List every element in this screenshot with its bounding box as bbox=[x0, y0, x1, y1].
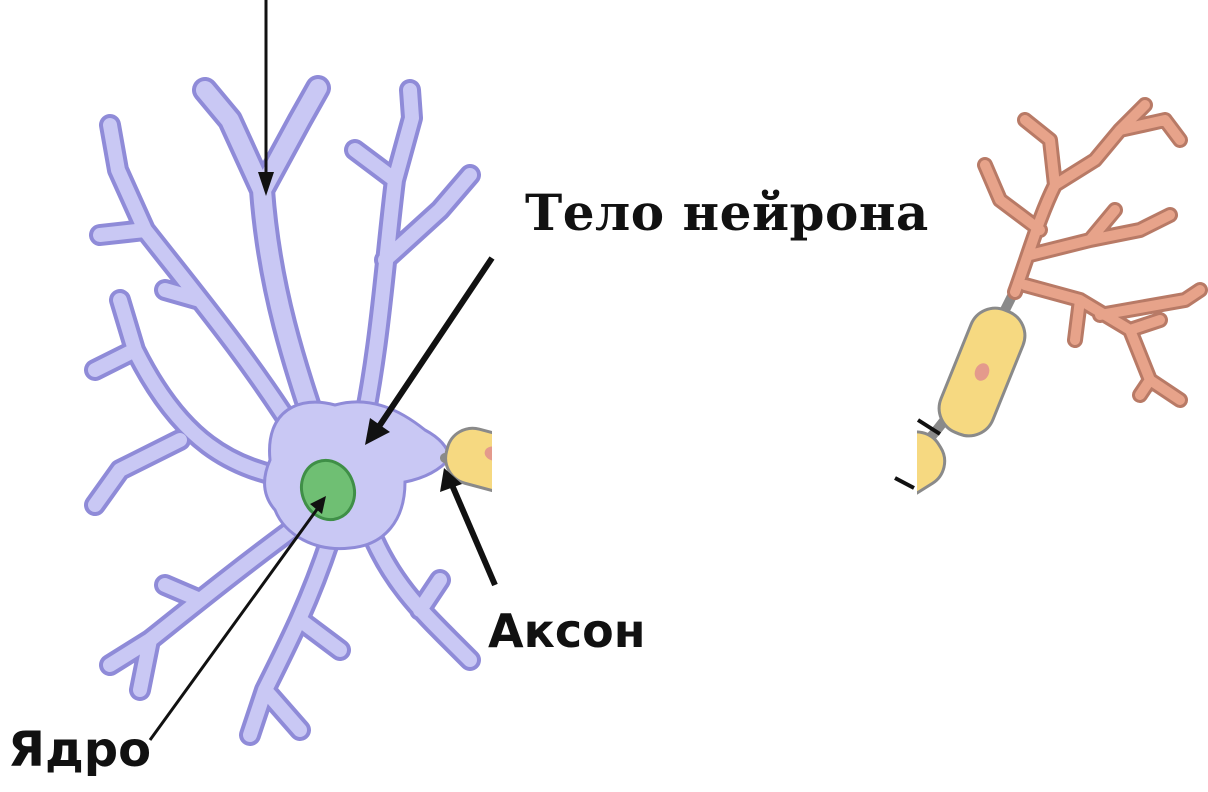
body-pointer-line bbox=[378, 258, 492, 428]
axon-pointer-line bbox=[452, 485, 495, 585]
label-axon: Аксон bbox=[488, 608, 645, 654]
cell-body bbox=[265, 402, 450, 549]
dendrites bbox=[95, 88, 470, 735]
white-mask-lower bbox=[492, 358, 917, 556]
dendrite-upper-right-fill bbox=[355, 90, 470, 440]
myelin-segment bbox=[931, 300, 1032, 443]
label-nucleus: Ядро bbox=[8, 726, 151, 774]
dendrite-lower-fill bbox=[250, 540, 340, 735]
label-neuron-body: Тело нейрона bbox=[525, 188, 929, 238]
